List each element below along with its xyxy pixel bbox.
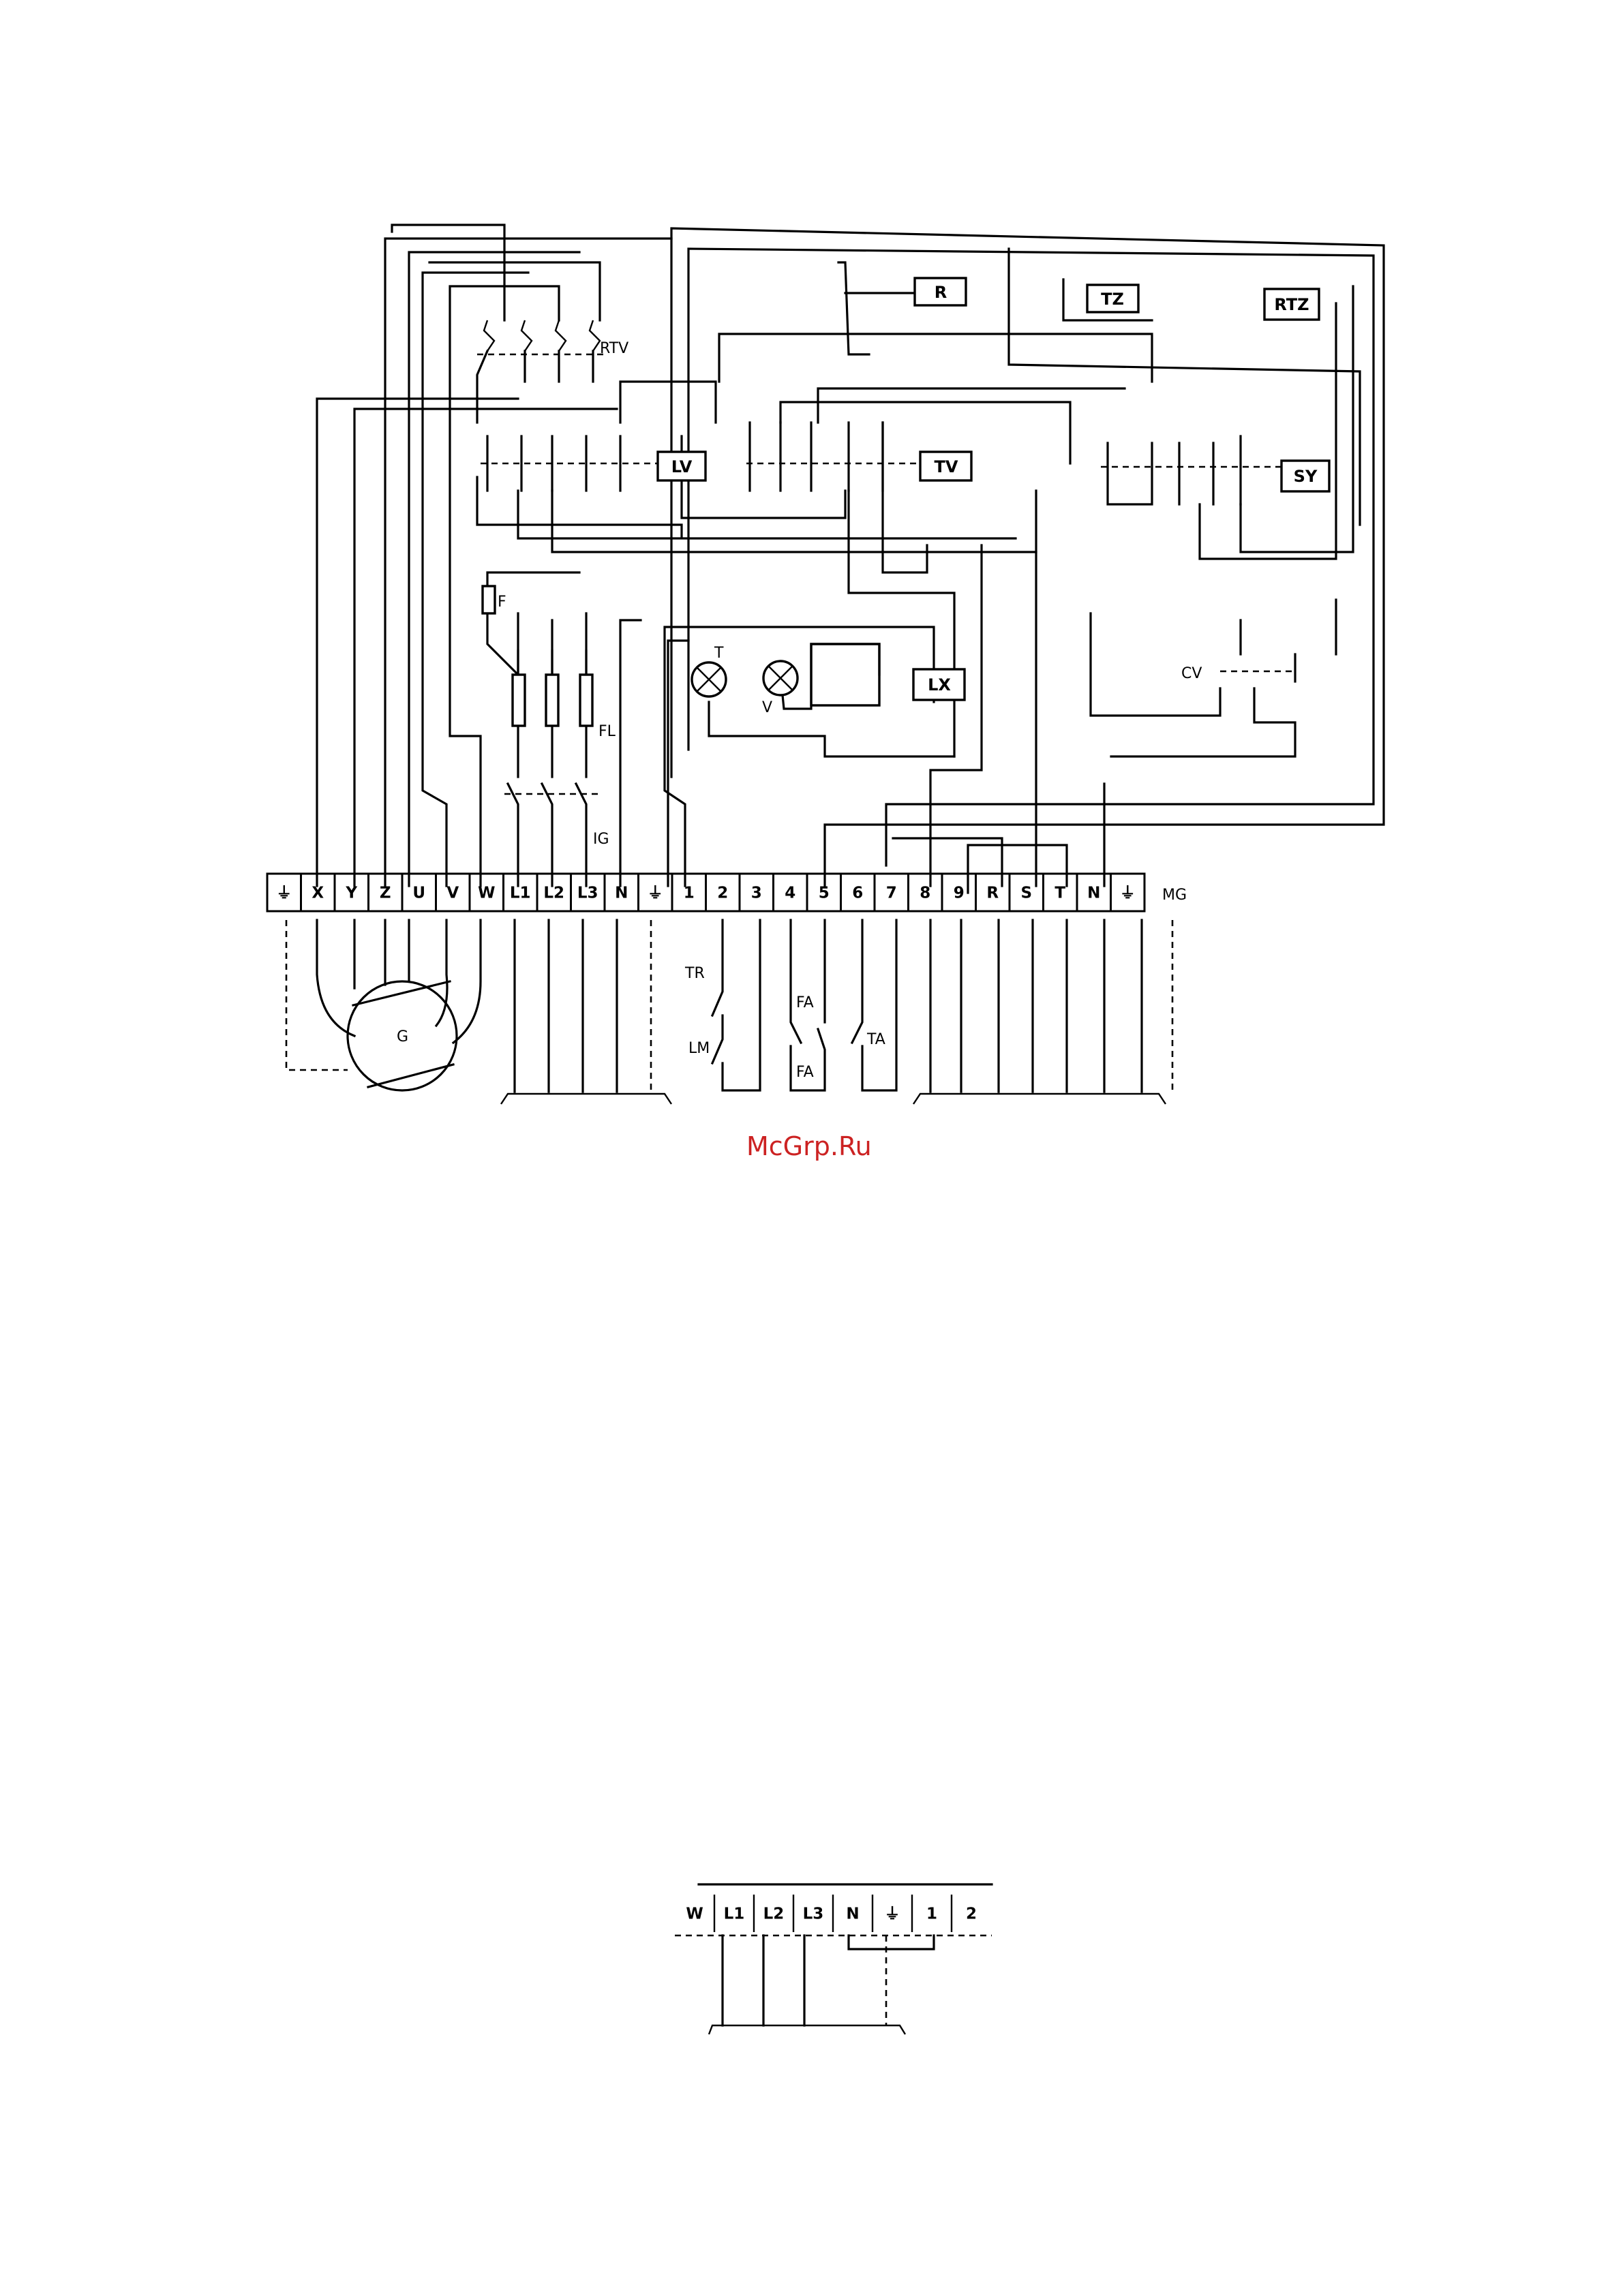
ig-label: IG	[593, 831, 609, 848]
terminal-strip-label: MG	[1162, 887, 1187, 904]
terminal-label: ⏚	[276, 885, 292, 902]
terminal-label: L2	[763, 1905, 785, 1923]
fl-label: FL	[598, 723, 616, 740]
terminal-label: L3	[577, 885, 598, 902]
terminal-label: 8	[920, 885, 930, 902]
mains-feeders	[501, 920, 671, 1104]
terminal-label: L1	[510, 885, 531, 902]
tz-label: TZ	[1101, 290, 1124, 309]
generator-label: G	[397, 1028, 408, 1045]
tv-label: TV	[935, 457, 958, 476]
generator	[286, 920, 481, 1090]
sy-label: SY	[1294, 467, 1318, 486]
terminal-label: ⏚	[885, 1905, 900, 1923]
terminal-label: ⏚	[648, 885, 663, 902]
upper-wiring	[317, 225, 1384, 893]
rtz-label: RTZ	[1274, 295, 1309, 314]
lamp-v-label: V	[762, 699, 772, 716]
terminal-label: 3	[751, 885, 762, 902]
terminal-label: U	[412, 885, 425, 902]
terminal-label: N	[846, 1905, 859, 1923]
terminal-label: N	[1087, 885, 1100, 902]
terminal-strip-lower-cells: W L1 L2 L3 N ⏚ 1 2	[686, 1895, 977, 1932]
terminal-label: Y	[345, 885, 357, 902]
watermark: McGrp.Ru	[746, 1131, 872, 1161]
terminal-label: L3	[803, 1905, 824, 1923]
r-label: R	[935, 283, 947, 302]
terminal-label: 9	[954, 885, 965, 902]
fa-top-label: FA	[796, 994, 814, 1011]
terminal-label: 1	[926, 1905, 937, 1923]
f-label: F	[498, 594, 506, 611]
terminal-label: L2	[543, 885, 564, 902]
lx-label: LX	[928, 675, 951, 694]
tr-label: TR	[684, 965, 705, 982]
terminal-label: 7	[886, 885, 897, 902]
lamp-t-label: T	[714, 645, 724, 662]
terminal-label: W	[686, 1905, 703, 1923]
terminal-label: R	[986, 885, 999, 902]
ta-label: TA	[866, 1031, 885, 1048]
terminal-label: 2	[717, 885, 728, 902]
rtv-label: RTV	[600, 340, 628, 357]
terminal-label: T	[1055, 885, 1065, 902]
terminal-label: ⏚	[1120, 885, 1136, 902]
terminal-label: 2	[966, 1905, 977, 1923]
fa-bottom-label: FA	[796, 1064, 814, 1081]
right-feeders	[913, 920, 1172, 1104]
terminal-label: V	[446, 885, 459, 902]
cv-label: CV	[1181, 665, 1202, 682]
terminal-label: N	[615, 885, 628, 902]
terminal-label: 4	[785, 885, 795, 902]
terminal-label: L1	[724, 1905, 745, 1923]
lm-label: LM	[688, 1040, 710, 1057]
terminal-label: 6	[852, 885, 863, 902]
terminal-label: S	[1020, 885, 1032, 902]
tr-lm-switch	[712, 920, 760, 1090]
lv-label: LV	[671, 457, 693, 476]
